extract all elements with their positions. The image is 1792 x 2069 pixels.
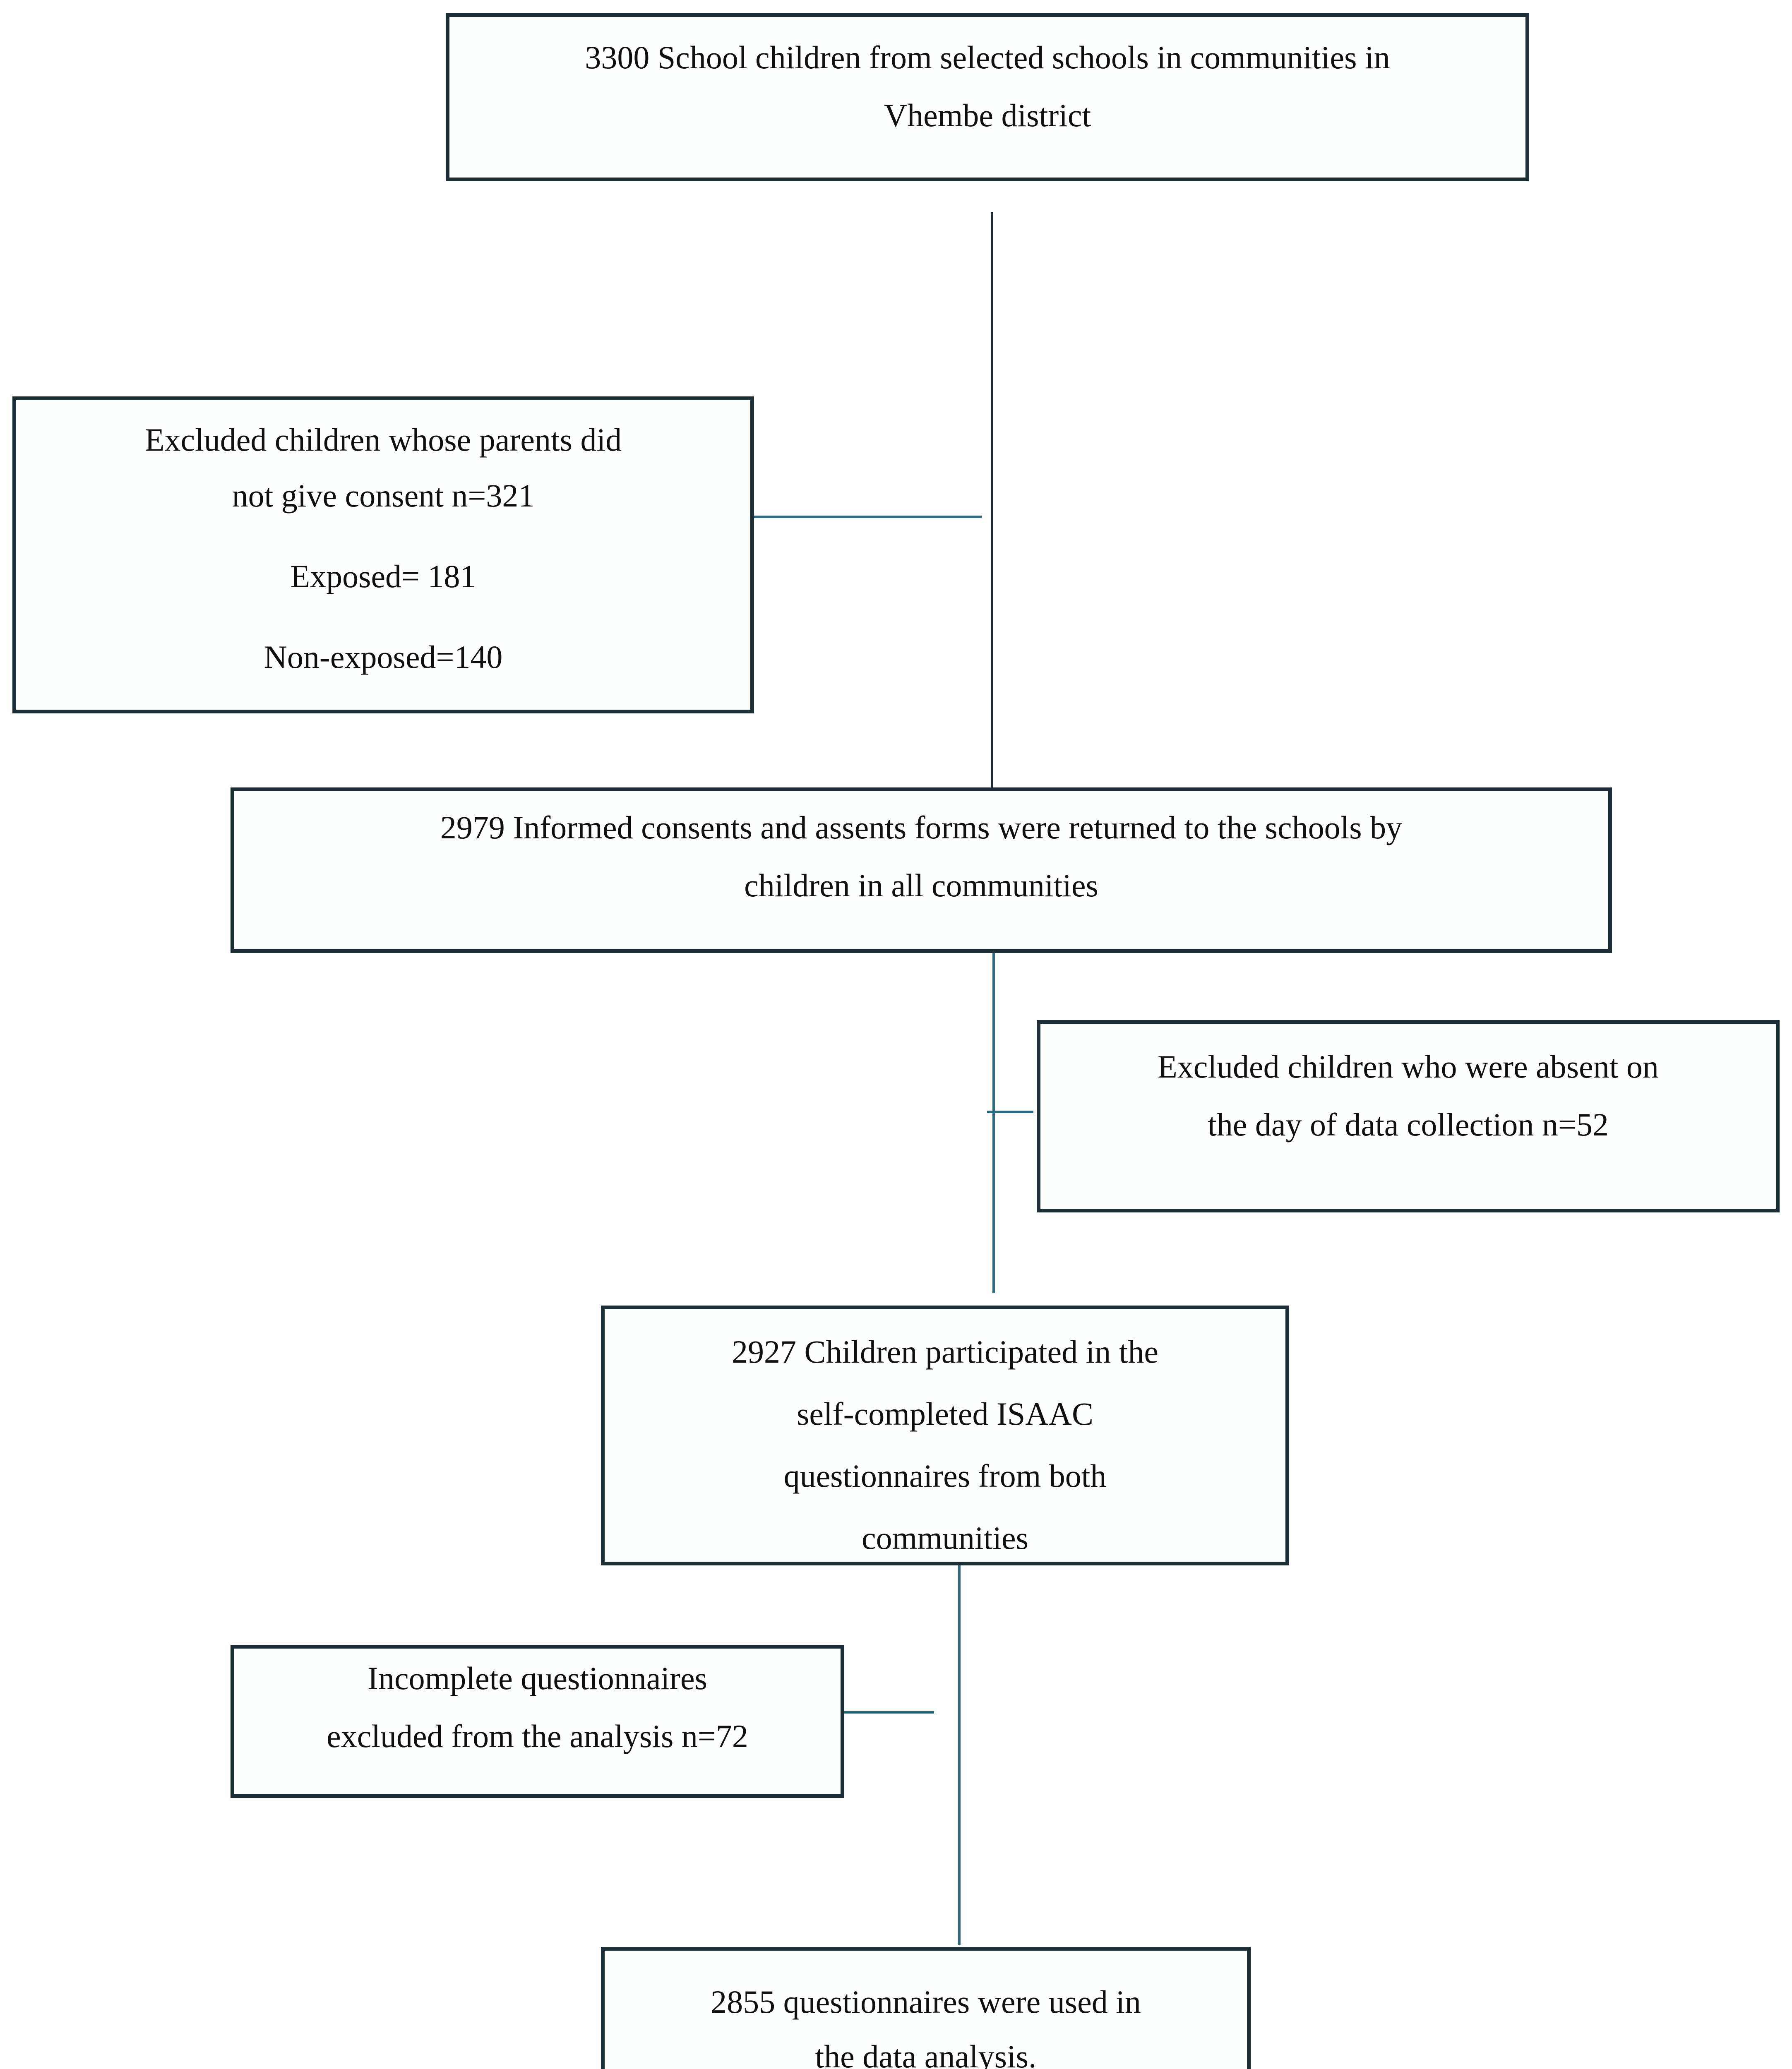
box-excluded-no-consent-text: Excluded children whose parents did not … <box>144 422 622 514</box>
box-participated: 2927 Children participated in the self-c… <box>601 1306 1289 1565</box>
box-consents-returned-text: 2979 Informed consents and assents forms… <box>440 809 1403 903</box>
box-excluded-no-consent: Excluded children whose parents did not … <box>12 396 754 713</box>
box-excluded-no-consent-exposed: Exposed= 181 <box>290 558 476 594</box>
box-excluded-absent-text: Excluded children who were absent on the… <box>1158 1049 1659 1143</box>
box-incomplete-excluded: Incomplete questionnaires excluded from … <box>231 1645 844 1798</box>
box-consents-returned: 2979 Informed consents and assents forms… <box>231 787 1612 953</box>
box-final-analysis-text: 2855 questionnaires were used in the dat… <box>711 1984 1141 2069</box>
box-participated-text: 2927 Children participated in the self-c… <box>731 1334 1159 1556</box>
connector-total-to-consents-line <box>991 212 993 787</box>
box-incomplete-excluded-text: Incomplete questionnaires excluded from … <box>327 1660 748 1754</box>
box-total-children: 3300 School children from selected schoo… <box>446 13 1529 181</box>
box-excluded-absent: Excluded children who were absent on the… <box>1037 1020 1780 1212</box>
connector-excluded-consent-line <box>754 516 982 518</box>
connector-consents-to-participated-line <box>992 953 995 1293</box>
box-final-analysis: 2855 questionnaires were used in the dat… <box>601 1947 1251 2069</box>
connector-participated-to-final-line <box>958 1565 961 1945</box>
connector-excluded-absent-line <box>987 1111 1033 1113</box>
connector-incomplete-excluded-line <box>842 1711 934 1714</box>
box-total-children-text: 3300 School children from selected schoo… <box>585 39 1390 133</box>
box-excluded-no-consent-non-exposed: Non-exposed=140 <box>264 639 503 675</box>
